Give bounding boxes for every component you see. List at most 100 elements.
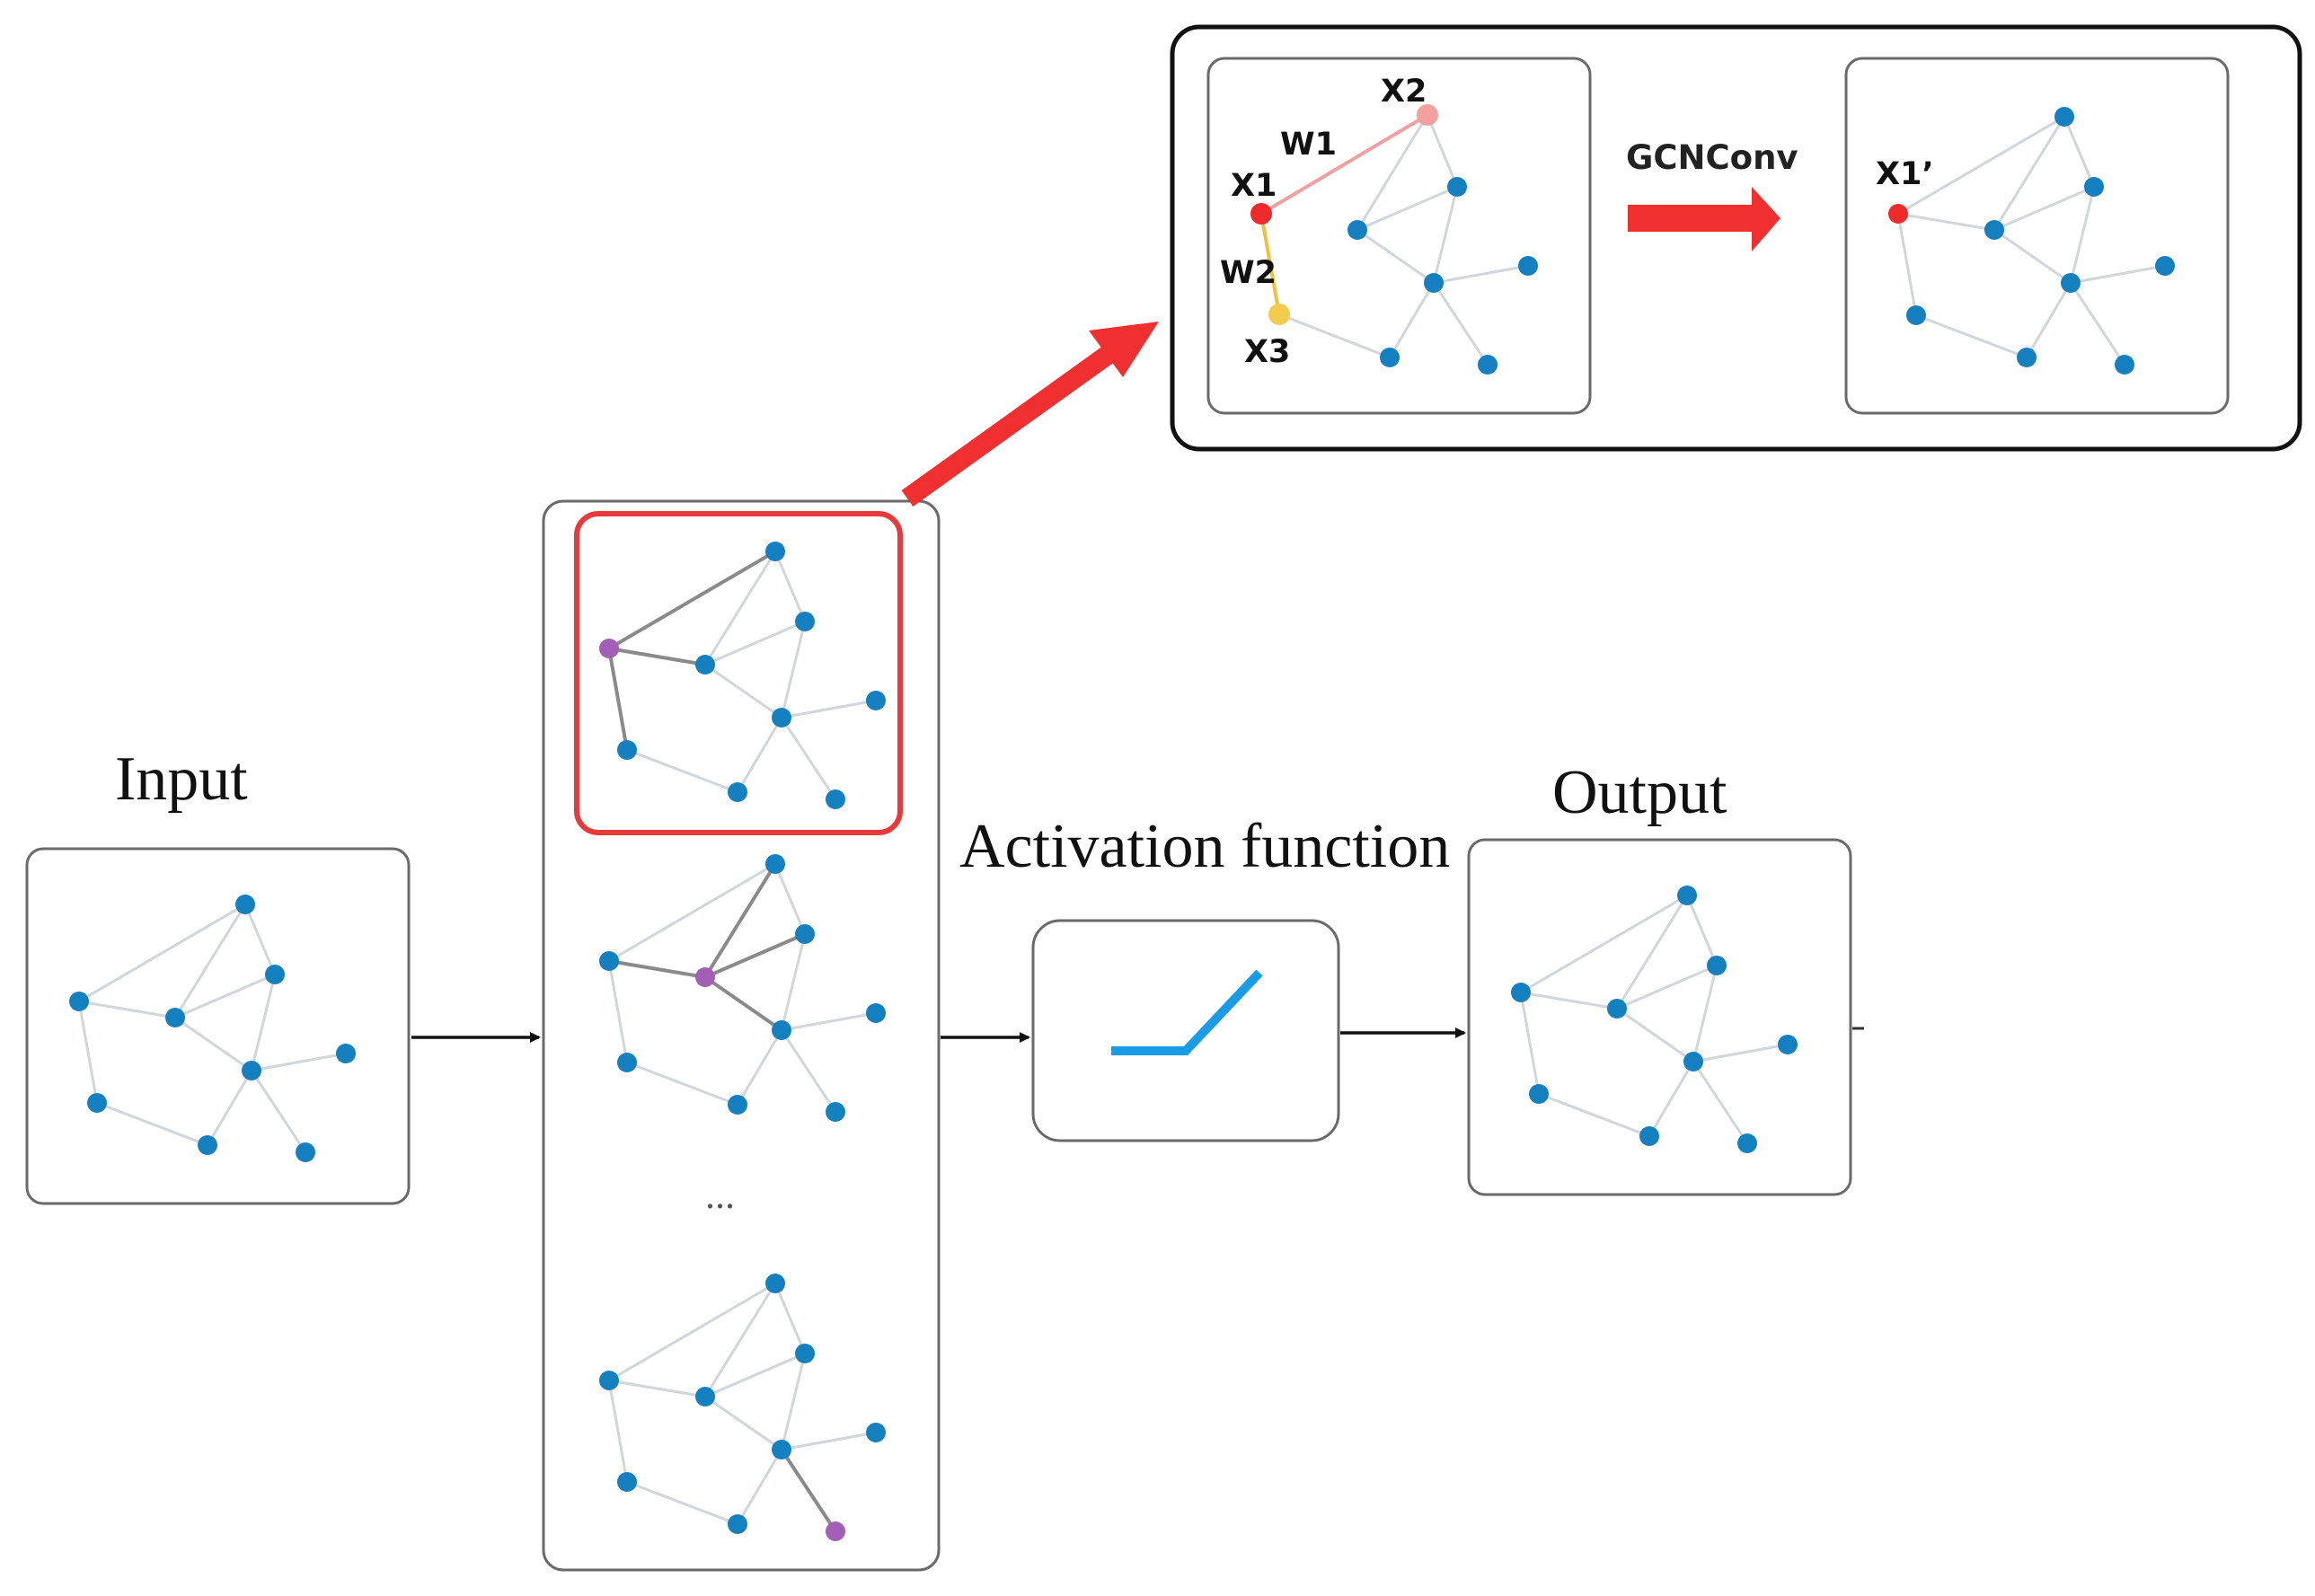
graph-edge (607, 960, 629, 1063)
graph-edge (1616, 964, 1718, 1010)
graph-edge (773, 1283, 807, 1354)
graph-edge (703, 862, 777, 979)
graph-node (617, 1053, 637, 1072)
graph-edge (780, 933, 807, 1031)
graph-node (765, 1274, 785, 1293)
graph-edge (1692, 1061, 1749, 1144)
zoom-arrow (901, 322, 1159, 507)
conv-graph-3 (599, 1274, 886, 1541)
graph-edge (174, 1016, 252, 1072)
graph-edge (704, 620, 806, 666)
relu-curve (1111, 969, 1263, 1055)
graph-node (1737, 1133, 1757, 1153)
graph-edge (608, 862, 776, 963)
graph-edge (703, 1283, 777, 1398)
graph-edge (736, 1449, 783, 1525)
graph-edge (736, 1029, 783, 1106)
input-graph-box (25, 847, 411, 1205)
graph-edge (1259, 113, 1429, 216)
graph-node (599, 639, 619, 658)
graph-node (198, 1135, 217, 1155)
graph-edge (607, 1380, 629, 1483)
conv-graph-1 (599, 542, 886, 809)
graph-node (235, 895, 255, 914)
graph-edge (1896, 213, 1918, 316)
conv-layer-panel (542, 499, 941, 1572)
graph-edge (96, 1101, 208, 1147)
graph-edge (781, 1011, 877, 1032)
graph-edge (1692, 965, 1719, 1063)
x2-label: X2 (1381, 74, 1427, 110)
graph-node (826, 789, 845, 809)
graph-node (1268, 304, 1290, 325)
graph-node (1677, 886, 1697, 905)
graph-edge (1356, 228, 1435, 285)
graph-edge (1648, 1061, 1695, 1137)
graph-edge (1685, 895, 1719, 966)
graph-node (1683, 1052, 1703, 1071)
graph-edge (78, 903, 246, 1003)
graph-node (87, 1093, 107, 1113)
graph-edge (736, 717, 783, 793)
graph-node (765, 542, 785, 561)
graph-node (1529, 1084, 1549, 1104)
graph-node (1424, 273, 1444, 293)
graph-edge (1538, 1092, 1650, 1138)
detail-graph-before (1250, 104, 1538, 375)
graph-node (728, 782, 747, 802)
graph-node (296, 1142, 315, 1162)
graph-node (866, 1423, 886, 1442)
graph-node (1511, 983, 1531, 1002)
graph-node (265, 965, 285, 984)
conv-graph-2 (599, 854, 886, 1122)
graph-node (2054, 107, 2074, 127)
graph-edge (1433, 264, 1529, 285)
graph-node (1707, 956, 1727, 975)
graph-node (1906, 305, 1926, 325)
graph-node (866, 691, 886, 710)
graph-node (695, 1387, 715, 1406)
graph-edge (1520, 894, 1688, 994)
graph-edge (626, 748, 738, 794)
graph-edge (703, 975, 783, 1032)
graph-edge (1356, 185, 1458, 232)
graph-edge (704, 663, 782, 719)
graph-edge (780, 621, 807, 719)
graph-edge (1519, 992, 1541, 1095)
graph-edge (243, 904, 277, 975)
graph-edge (608, 1379, 706, 1398)
graph-edge (1520, 991, 1618, 1010)
graph-edge (704, 932, 806, 979)
graph-edge (780, 1448, 837, 1533)
graph-edge (1915, 313, 2028, 359)
graph-edge (1615, 895, 1689, 1010)
graph-edge (251, 1052, 347, 1072)
gcnconv-label: GCNConv (1626, 138, 1798, 177)
graph-edge (1388, 282, 1436, 358)
graph-node (772, 708, 791, 727)
graph-edge (626, 1061, 738, 1107)
x1-label: X1 (1231, 168, 1277, 204)
x3-label: X3 (1244, 334, 1290, 370)
input-graph (69, 895, 356, 1162)
graph-edge (773, 863, 807, 935)
graph-node (1447, 177, 1467, 197)
graph-edge (608, 647, 706, 666)
graph-edge (608, 1282, 776, 1382)
graph-edge (1278, 313, 1391, 359)
output-label: Output (1552, 758, 1727, 827)
graph-edge (1993, 185, 2095, 232)
graph-edge (174, 973, 276, 1019)
graph-node (165, 1008, 185, 1027)
graph-node (772, 1020, 791, 1040)
graph-node (617, 740, 637, 760)
graph-node (1478, 355, 1498, 375)
graph-edge (1259, 213, 1281, 315)
graph-node (1347, 220, 1367, 240)
graph-node (1607, 999, 1627, 1018)
graph-edge (1692, 1043, 1789, 1063)
graph-node (2061, 273, 2081, 293)
graph-node (1380, 348, 1400, 367)
output-graph (1511, 886, 1798, 1153)
